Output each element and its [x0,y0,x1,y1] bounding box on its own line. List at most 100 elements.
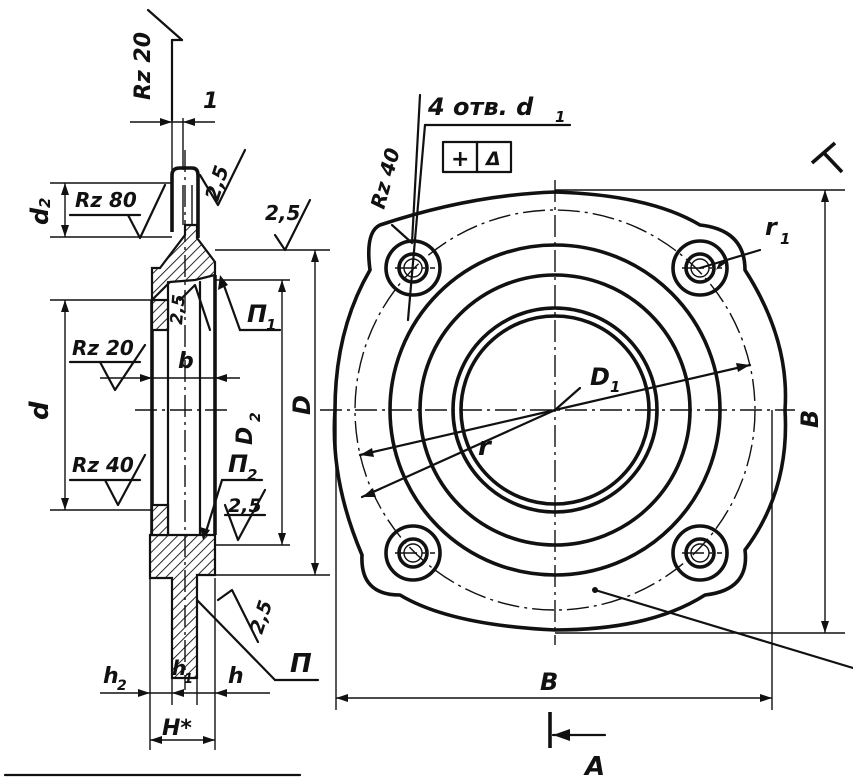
section-lug [170,166,200,238]
section-dimensions [50,8,330,750]
label-dim-1: 1 [203,89,218,114]
label-D1: D [590,363,610,391]
r-line [358,408,557,457]
label-holes: 4 отв. d [427,93,534,121]
label-B-right: B [796,410,824,428]
label-P1: П [247,300,267,328]
label-P: П [290,649,312,679]
dim-b-arrow-2 [215,374,227,382]
dim-h-arrow-3 [215,689,227,697]
leader-rz20-check [146,8,184,42]
label-h1-sub: 1 [184,672,193,687]
label-rz80: Rz 80 [75,188,137,212]
dim-1-arrow [160,118,172,126]
holes-leader [406,123,427,322]
finish-mark-e [216,588,260,644]
label-D: D [288,395,316,415]
section-flange-top [150,223,217,303]
label-rz40-low: Rz 40 [72,453,134,477]
dim-B-arrow [821,190,829,202]
label-B-bottom: B [540,668,558,696]
finish-mark-a [198,148,247,207]
label-finish-e: 2,5 [246,598,277,637]
label-finish-a: 2,5 [200,162,234,203]
label-r1: r [765,213,779,241]
plan-dimensions [3,93,853,777]
r-arrow-2 [362,488,376,497]
dim-H-arrow [150,736,162,744]
dim-B-bot-arrow [336,694,348,702]
r1-arrow [716,261,727,270]
label-finish-d: 2,5 [228,495,262,517]
D1-tick [553,386,582,412]
label-r: r [478,432,493,462]
label-finish-c: 2,5 [265,201,300,225]
label-d2-sub: 2 [36,198,54,208]
dim-d-arrow [61,300,69,312]
label-r1-sub: 1 [780,230,790,248]
dim-H-arrow-2 [203,736,215,744]
label-h: h [228,664,244,689]
rz80-check [126,183,167,240]
label-D2-sub: 2 [248,412,264,422]
dim-h-arrow [138,689,150,697]
label-d: d [25,401,55,420]
rz40-low-check [103,453,147,507]
dim-D-arrow [311,250,319,262]
dim-B-bot-arrow-2 [760,694,772,702]
dim-D-arrow-2 [311,563,319,575]
P1-arrow [218,275,228,290]
label-holes-sub: 1 [555,108,565,126]
dim-d2-arrow [61,183,69,195]
label-h2: h [103,664,119,689]
label-H: H* [162,716,192,741]
dim-B-arrow-2 [821,621,829,633]
dim-d-arrow-2 [61,498,69,510]
P2-arrow [200,527,210,540]
dim-D2-arrow [278,280,286,292]
view-arrow-head [553,729,570,741]
P-leader [195,598,277,682]
label-finish-b: 2,5 [167,294,190,326]
plan-view [320,180,795,645]
label-rz40-plan: Rz 40 [366,145,405,211]
label-h1: h [172,656,186,680]
D1-line [553,363,752,412]
label-d2: d [26,207,54,225]
section-view [135,150,230,690]
dim-b-arrow [140,374,152,382]
finish-mark-d [223,488,267,542]
dim-h-arrow-2 [172,689,184,697]
label-P1-sub: 1 [266,316,276,334]
flange-outline [332,190,788,632]
label-D2: D [233,427,258,445]
dim-d2-arrow-2 [61,225,69,237]
label-P2: П [228,450,248,478]
label-tol-delta: Δ [484,148,501,170]
P1-leader [220,278,242,332]
D1-arrow [736,363,750,372]
tol-box-2 [475,140,513,174]
r-arrow [360,448,374,457]
label-tol-plus: + [451,147,469,172]
rz40-plan-check [390,93,422,245]
label-b: b [178,349,194,374]
label-rz20-mid: Rz 20 [72,336,134,360]
dim-D2-arrow-2 [278,533,286,545]
label-D1-sub: 1 [610,378,620,396]
dim-1-arrow-2 [183,118,195,126]
finish-mark-b [178,283,212,332]
section-mark [810,141,837,165]
r1-leader [698,248,762,270]
label-rz20-top: Rz 20 [131,32,156,100]
rz20-mid-check [98,343,147,392]
bore-hatch-top [150,298,170,332]
label-P2-sub: 2 [247,466,257,484]
leader-lower-right [593,588,853,670]
section-mark-2 [822,151,844,174]
P2-leader [203,478,224,537]
bore-hatch-bot [150,503,170,537]
label-h2-sub: 2 [117,678,127,694]
r-line-2 [360,408,557,499]
